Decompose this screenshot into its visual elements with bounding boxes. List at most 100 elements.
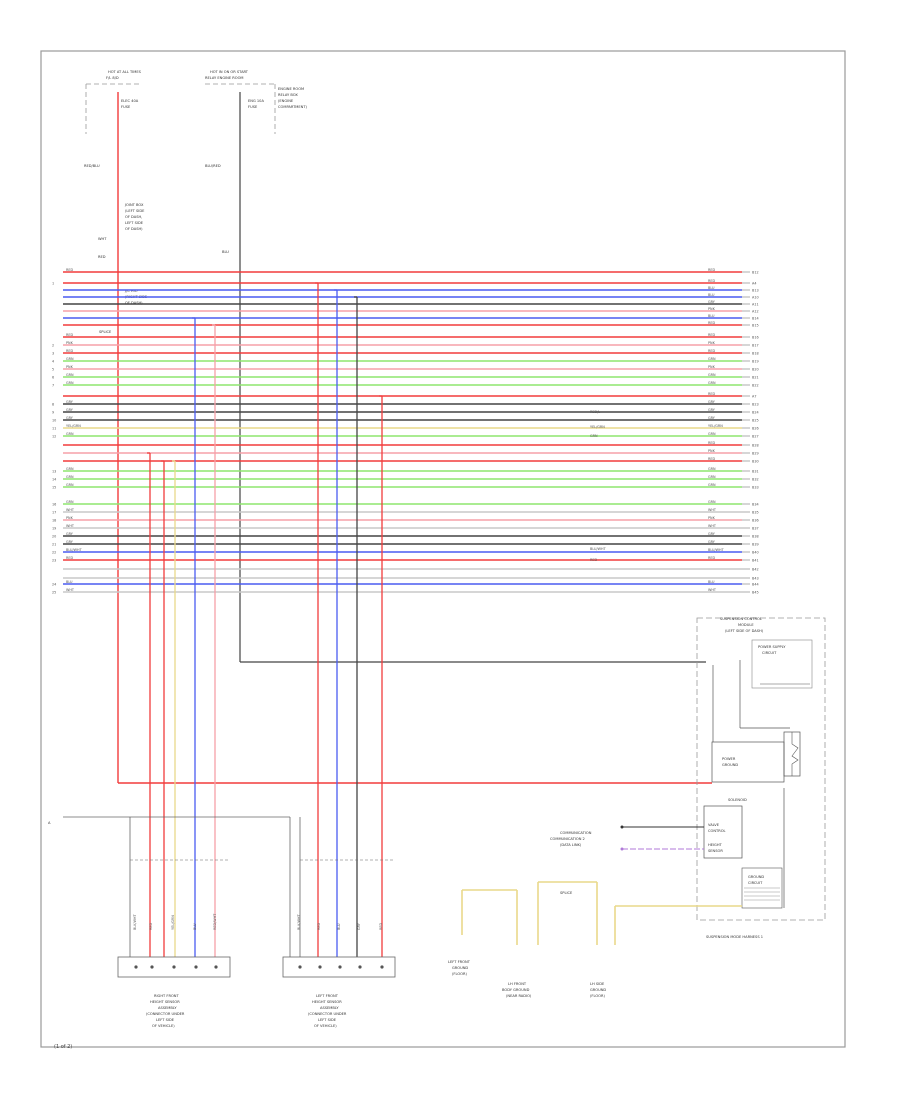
pin-label: A4 bbox=[752, 282, 756, 286]
wire-label-right: RED bbox=[708, 279, 715, 283]
wire-label-left: GRN bbox=[66, 467, 74, 471]
wire-label-right: GRY bbox=[708, 540, 716, 544]
pin-label: B18 bbox=[752, 352, 759, 356]
relay-box-note-2: RELAY BOX bbox=[278, 93, 298, 97]
row-number: 25 bbox=[52, 591, 56, 595]
left-actuator-label-2: HEIGHT SENSOR bbox=[150, 1000, 180, 1004]
wire-label-right: RED bbox=[708, 349, 715, 353]
comm-label-2: COMMUNICATION 2 bbox=[550, 837, 585, 841]
joint-box-note-4: LEFT SIDE bbox=[125, 221, 144, 225]
connector-pin bbox=[380, 965, 384, 969]
wire-label-right: GRN bbox=[708, 357, 716, 361]
pin-label: B24 bbox=[752, 411, 759, 415]
wire-label-red-sm: RED bbox=[98, 255, 106, 259]
pin-label: A7 bbox=[752, 395, 756, 399]
wire-label-right: GRY bbox=[708, 400, 716, 404]
row-number: 12 bbox=[52, 435, 56, 439]
row-number: 10 bbox=[52, 419, 56, 423]
pin-label: B41 bbox=[752, 559, 759, 563]
row-number: 11 bbox=[52, 427, 56, 431]
wire-label-right: RED bbox=[708, 556, 715, 560]
wire-label-right: YEL/GRN bbox=[708, 424, 723, 428]
pin-label: B36 bbox=[752, 519, 759, 523]
right-actuator-label-6: OF VEHICLE) bbox=[314, 1024, 337, 1028]
wire-label-left: GRY bbox=[66, 400, 74, 404]
row-number: 24 bbox=[52, 583, 56, 587]
pin-label: B33 bbox=[752, 486, 759, 490]
right-actuator-label-4: (CONNECTOR UNDER bbox=[308, 1012, 347, 1016]
actuator-wire-label: RED bbox=[379, 923, 383, 930]
wire-label-left: GRN bbox=[66, 475, 74, 479]
wire-label-right: BLU bbox=[708, 314, 715, 318]
wire-label-right: PNK bbox=[708, 307, 716, 311]
actuator-wire-label: BLU bbox=[337, 923, 341, 930]
wire-label-left: RED bbox=[66, 556, 73, 560]
row-number: 19 bbox=[52, 527, 56, 531]
fuse-note-1a: ELEC 40A bbox=[121, 99, 139, 103]
pin-label: B45 bbox=[752, 591, 759, 595]
harness-label: SUSPENSION MODE HARNESS 1 bbox=[706, 935, 763, 939]
wire-label-right: GRY bbox=[708, 532, 716, 536]
wire-label-left: GRN bbox=[66, 483, 74, 487]
wire-label-right: WHT bbox=[708, 524, 717, 528]
right-actuator-label-1: LEFT FRONT bbox=[316, 994, 339, 998]
wire-label-right: GRY bbox=[708, 300, 716, 304]
pin-label: B38 bbox=[752, 535, 759, 539]
power-ground-label-2: GROUND bbox=[722, 763, 738, 767]
connector-pin bbox=[150, 965, 154, 969]
row-numbers: 1234567891011121314151617181920212223242… bbox=[52, 282, 56, 595]
mid-label: YEL/GRN bbox=[590, 425, 605, 429]
row-number: 3 bbox=[52, 352, 54, 356]
row-number: 13 bbox=[52, 470, 56, 474]
left-actuator-label-3: ASSEMBLY bbox=[158, 1006, 177, 1010]
comm-lines: COMMUNICATION COMMUNICATION 2 (DATA LINK… bbox=[448, 825, 742, 998]
comm-label-1: COMMUNICATION bbox=[560, 831, 592, 835]
pin-label: B37 bbox=[752, 527, 759, 531]
wire-label-left: BLU bbox=[66, 580, 73, 584]
connector-pin bbox=[172, 965, 176, 969]
connector-pin bbox=[358, 965, 362, 969]
left-actuator-connector bbox=[117, 956, 231, 978]
power-supply-box bbox=[751, 639, 813, 689]
actuator-wire-label: BLK/WHT bbox=[297, 914, 301, 930]
wire-label-right: BLU/WHT bbox=[708, 548, 725, 552]
comm-hatching bbox=[744, 887, 780, 901]
pin-label: B13 bbox=[752, 289, 759, 293]
scm-label-1: SUSPENSION CONTROL bbox=[720, 617, 762, 621]
wire-label-left: WHT bbox=[66, 588, 75, 592]
gnd-circuit-label-2: CIRCUIT bbox=[748, 881, 763, 885]
pin-label: B31 bbox=[752, 470, 759, 474]
row-number: 5 bbox=[52, 368, 54, 372]
mid-label: BLU/WHT bbox=[590, 547, 607, 551]
wire-label-left: RED bbox=[66, 349, 73, 353]
gnd-circuit-label-1: GROUND bbox=[748, 875, 764, 879]
power-supply-label-1: POWER SUPPLY bbox=[758, 645, 786, 649]
actuator-wire-label: BLK/WHT bbox=[133, 914, 137, 930]
row-number: 23 bbox=[52, 559, 56, 563]
power-ground-label-1: POWER bbox=[722, 757, 736, 761]
wire-label-wht-sm: WHT bbox=[98, 237, 107, 241]
ground2-label-3: (NEAR RADIO) bbox=[506, 994, 532, 998]
ground1-label-3: (FLOOR) bbox=[452, 972, 467, 976]
pin-label: B34 bbox=[752, 503, 759, 507]
page-number: (1 of 2) bbox=[54, 1044, 73, 1050]
wire-label-right: GRN bbox=[708, 500, 716, 504]
wire-label-left: WHT bbox=[66, 508, 75, 512]
wire-label-left: GRN bbox=[66, 500, 74, 504]
sensor-label-2: SENSOR bbox=[708, 849, 723, 853]
wire-label-right: BLU bbox=[708, 286, 715, 290]
joint-box-note-5: OF DASH) bbox=[125, 227, 143, 231]
row-number: 7 bbox=[52, 384, 54, 388]
row-number: 1 bbox=[52, 282, 54, 286]
connector-pin bbox=[318, 965, 322, 969]
wire-label-right: PNK bbox=[708, 449, 716, 453]
pin-label: B15 bbox=[752, 324, 759, 328]
wire-label-right: RED bbox=[708, 392, 715, 396]
fuse-label-2b: RELAY ENGINE ROOM bbox=[205, 76, 244, 80]
wire-label-left: GRN bbox=[66, 373, 74, 377]
right-actuator-label-5: LEFT SIDE bbox=[318, 1018, 337, 1022]
valve-control-label-1: SOLENOID bbox=[728, 798, 747, 802]
row-number: 6 bbox=[52, 376, 54, 380]
